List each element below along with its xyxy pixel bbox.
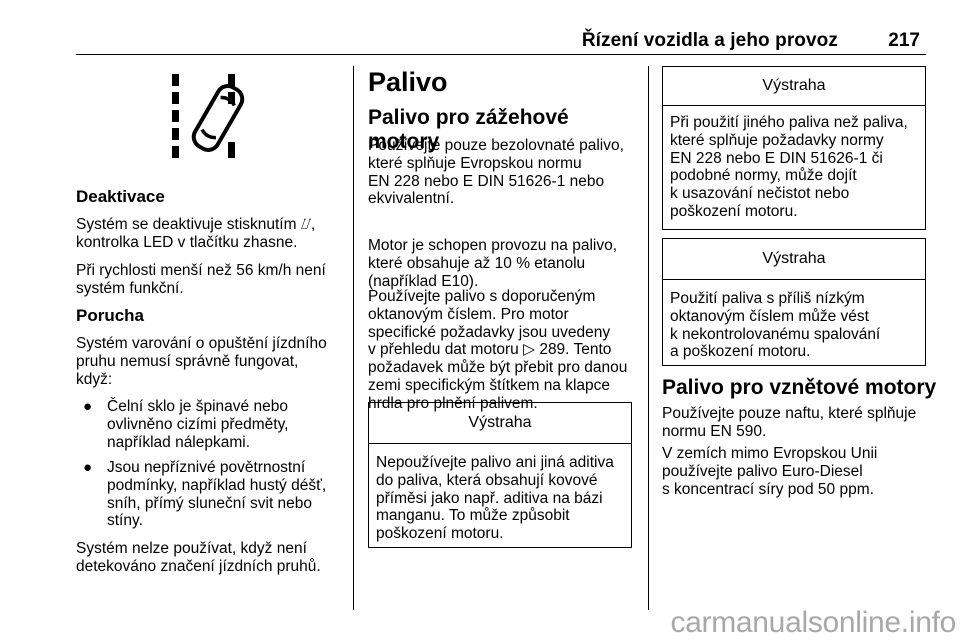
text-line: Systém se deaktivuje stisknutím ⌰, (76, 216, 316, 233)
warning-box: Výstraha Při použití jiného paliva než p… (662, 66, 926, 230)
fault-intro-paragraph: Systém varování o opuštění jízdního pruh… (76, 335, 351, 388)
section-heading: Palivo pro vznětové motory (662, 376, 937, 399)
text-line: požadavek může být přebit pro danou (368, 359, 628, 377)
bullet-icon: ● (83, 398, 93, 415)
header-rule (76, 54, 926, 55)
warning-box: Výstraha Použití paliva s příliš nízkým … (662, 238, 926, 366)
text-line: oktanovým číslem může vést (670, 307, 869, 325)
text-line: EN 228 nebo E DIN 51626-1 nebo (368, 172, 605, 190)
text-line: V zemích mimo Evropskou Unii (662, 445, 878, 462)
text-line: systém funkční. (76, 279, 184, 297)
column-divider (353, 66, 354, 610)
text-line: manganu. To může způsobit (376, 507, 570, 525)
text-line: Systém varování o opuštění jízdního (76, 335, 327, 352)
warning-label: Výstraha (369, 403, 631, 444)
text-line: Používejte pouze naftu, které splňuje (662, 405, 917, 422)
text-line: když: (76, 370, 113, 388)
text-line: specifické požadavky jsou uvedeny (368, 323, 611, 341)
text-line: které splňuje požadavky normy (670, 131, 884, 149)
page-number: 217 (888, 30, 920, 51)
text-line: oktanovým číslem. Pro motor (368, 305, 569, 323)
closing-paragraph: Systém nelze používat, když není detekov… (76, 540, 354, 576)
text-line: kontrolka LED v tlačítku zhasne. (76, 233, 298, 251)
warning-label: Výstraha (663, 239, 925, 280)
text-line: normu EN 590. (662, 422, 767, 440)
text-line: sníh, přímý sluneční svit nebo (107, 494, 313, 512)
warning-box: Výstraha Nepoužívejte palivo ani jiná ad… (368, 402, 632, 548)
text-line: Používejte pouze bezolovnaté palivo, (368, 137, 624, 154)
text-line: podobné normy, může dojít (670, 167, 857, 185)
warning-label: Výstraha (663, 67, 925, 106)
text-line: poškození motoru. (670, 202, 798, 220)
list-item: ● Jsou nepříznivé povětrnostní podmínky,… (83, 459, 352, 530)
text-line: Čelní sklo je špinavé nebo (107, 398, 288, 415)
lane-departure-icon (76, 66, 342, 173)
section-heading: Palivo pro zážehové motory (368, 106, 569, 153)
text-line: poškození motoru. (376, 525, 504, 543)
text-line: a poškození motoru. (670, 343, 811, 361)
text-line: (například E10). (368, 272, 479, 290)
speed-paragraph: Při rychlosti menší než 56 km/h není sys… (76, 262, 351, 298)
text-line: příměsi jako např. aditiva na bázi (376, 489, 603, 507)
section-title: Řízení vozidla a jeho provoz (581, 30, 838, 51)
text-line: Jsou nepříznivé povětrnostní (107, 459, 306, 476)
text-line: s koncentrací síry pod 50 ppm. (662, 480, 874, 498)
text-line: například nálepkami. (107, 433, 251, 451)
text-line: Systém nelze používat, když není (76, 540, 307, 557)
warning-text: Při použití jiného paliva než paliva, kt… (663, 106, 925, 221)
bullet-icon: ● (83, 459, 93, 476)
warning-text: Nepoužívejte palivo ani jiná aditiva do … (369, 444, 631, 543)
text-line: stíny. (107, 512, 143, 530)
text-line: Motor je schopen provozu na palivo, (368, 237, 618, 254)
paragraph: Používejte pouze naftu, které splňuje no… (662, 405, 937, 441)
paragraph: V zemích mimo Evropskou Unii používejte … (662, 445, 937, 498)
text-line: ekvivalentní. (368, 190, 455, 208)
text-line: v přehledu dat motoru ▷ 289. Tento (368, 341, 612, 359)
text-line: detekováno značení jízdních pruhů. (76, 557, 321, 575)
deactivate-heading: Deaktivace (76, 187, 165, 206)
text-line: Použití paliva s příliš nízkým (670, 290, 865, 307)
text-line: pruhu nemusí správně fungovat, (76, 352, 299, 370)
text-line: podmínky, například hustý déšť, (107, 476, 327, 494)
text-line: ovlivněno cizími předměty, (107, 415, 289, 433)
lane-departure-figure (76, 66, 342, 173)
text-line: EN 228 nebo E DIN 51626-1 či (670, 149, 883, 167)
text-line: k nekontrolovanému spalování (670, 325, 881, 343)
text-line: Nepoužívejte palivo ani jiná aditiva (376, 454, 614, 471)
page-header: Řízení vozidla a jeho provoz 217 (76, 30, 926, 52)
watermark: carmanualsonline.info (670, 606, 956, 639)
text-line: k usazování nečistot nebo (670, 185, 850, 203)
deactivate-paragraph: Systém se deaktivuje stisknutím ⌰, kontr… (76, 216, 351, 252)
paragraph: Používejte pouze bezolovnaté palivo, kte… (368, 137, 643, 208)
text-line: Při použití jiného paliva než paliva, (670, 114, 908, 131)
text-line: které obsahuje až 10 % etanolu (368, 254, 586, 272)
paragraph: Motor je schopen provozu na palivo, kter… (368, 237, 643, 290)
warning-text: Použití paliva s příliš nízkým oktanovým… (663, 280, 925, 361)
text-line: hrdla pro plnění palivem. (368, 394, 538, 412)
text-line: zemi specifickým štítkem na klapce (368, 376, 611, 394)
text-line: Používejte palivo s doporučeným (368, 288, 596, 305)
paragraph: Používejte palivo s doporučeným oktanový… (368, 288, 643, 413)
text-line: které splňuje Evropskou normu (368, 154, 582, 172)
text-line: do paliva, která obsahují kovové (376, 471, 598, 489)
list-item: ● Čelní sklo je špinavé nebo ovlivněno c… (83, 398, 352, 451)
chapter-title: Palivo (368, 67, 448, 97)
text-line: Při rychlosti menší než 56 km/h není (76, 262, 326, 279)
column-divider (648, 66, 649, 610)
fault-heading: Porucha (76, 306, 145, 325)
text-line: používejte palivo Euro-Diesel (662, 462, 863, 480)
